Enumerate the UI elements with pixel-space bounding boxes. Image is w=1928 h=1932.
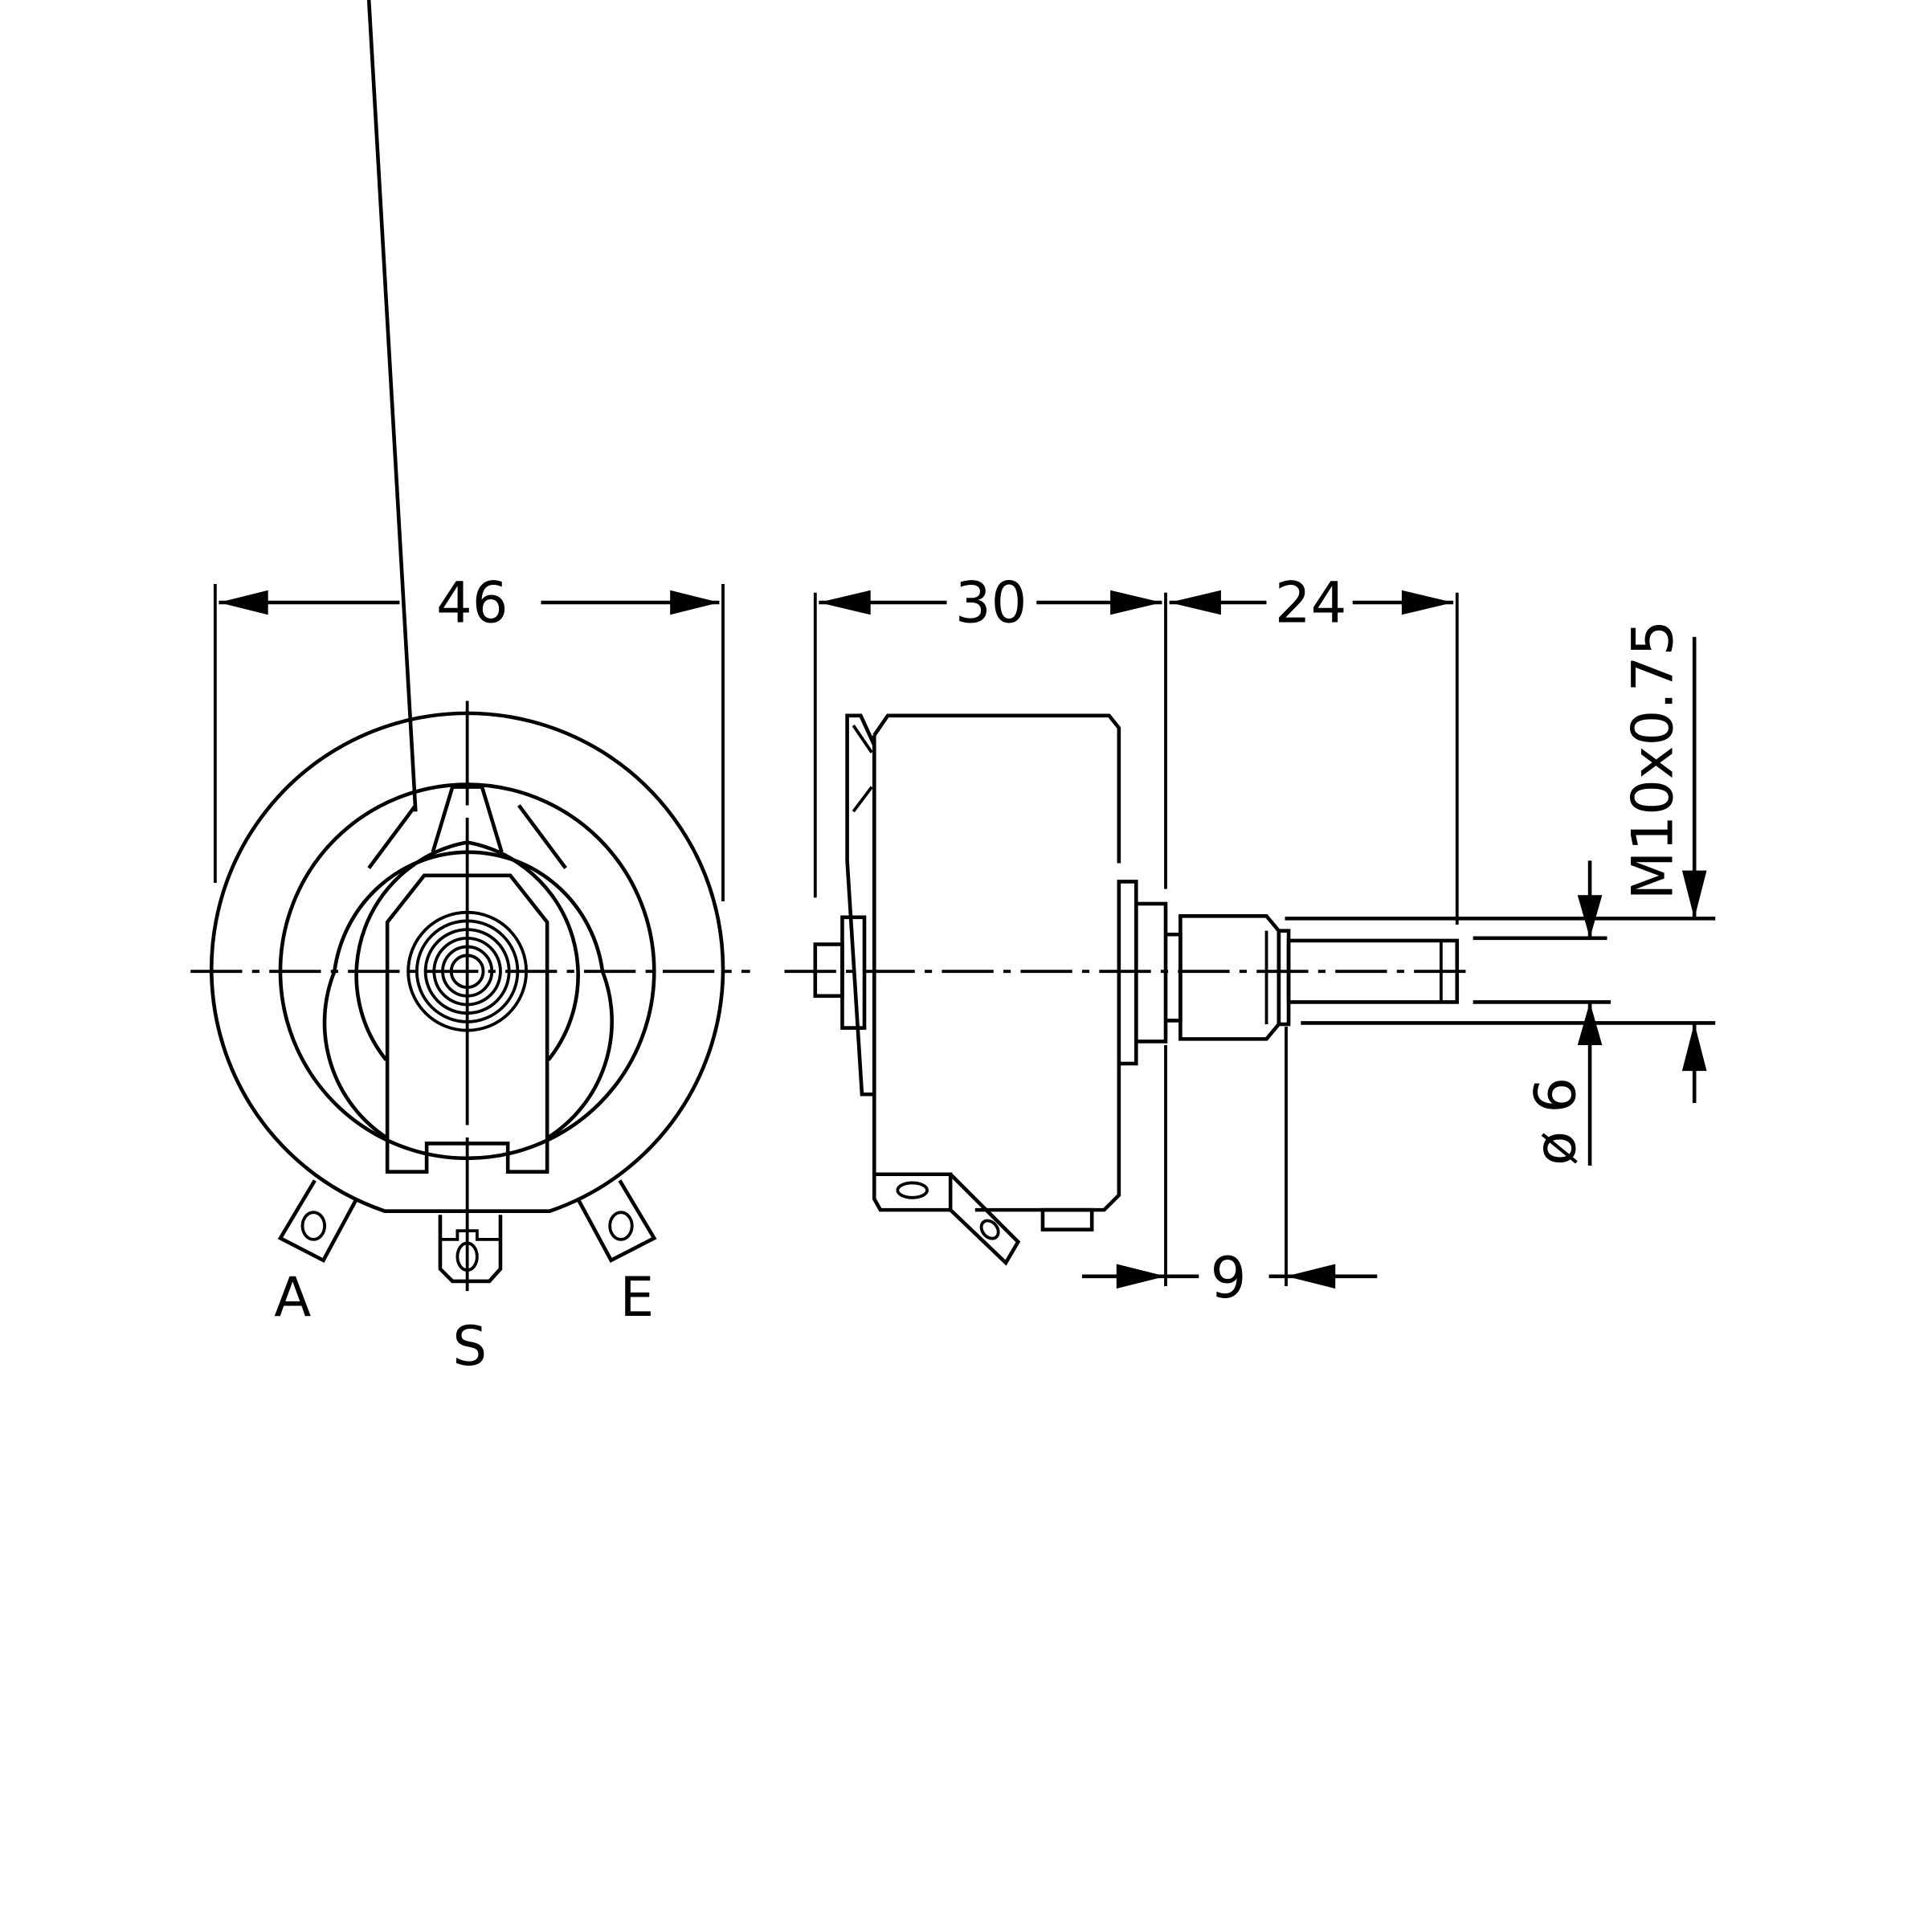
terminal-a	[277, 1179, 358, 1263]
housing-body	[872, 713, 1121, 864]
dimension-30-24: 30 24	[813, 570, 1459, 925]
dimension-shaft-length-label: 24	[1275, 570, 1347, 635]
dimension-46: 46	[213, 570, 725, 901]
thread-spec-label: M10x0.75	[1620, 620, 1686, 901]
outer-housing	[209, 711, 725, 1213]
wiper-plate	[385, 873, 549, 1174]
side-view: 30 24	[784, 570, 1716, 1311]
terminal-e	[576, 1179, 657, 1263]
dimension-width-label: 46	[436, 570, 509, 635]
dimension-9: 9	[1081, 1027, 1378, 1311]
shaft-end	[406, 910, 529, 1032]
shaft-diameter-label: ø 6	[1523, 1077, 1589, 1166]
threaded-bushing	[1166, 914, 1291, 1041]
dimension-bushing-label: 9	[1211, 1245, 1247, 1311]
resistance-ring	[278, 782, 656, 1161]
terminal-s	[438, 1215, 503, 1284]
terminal-label-s: S	[452, 1314, 487, 1378]
terminal-label-e: E	[620, 1265, 655, 1329]
terminal-label-a: A	[274, 1265, 311, 1329]
dimension-depth-label: 30	[955, 570, 1027, 635]
front-view: 46	[190, 0, 750, 1378]
